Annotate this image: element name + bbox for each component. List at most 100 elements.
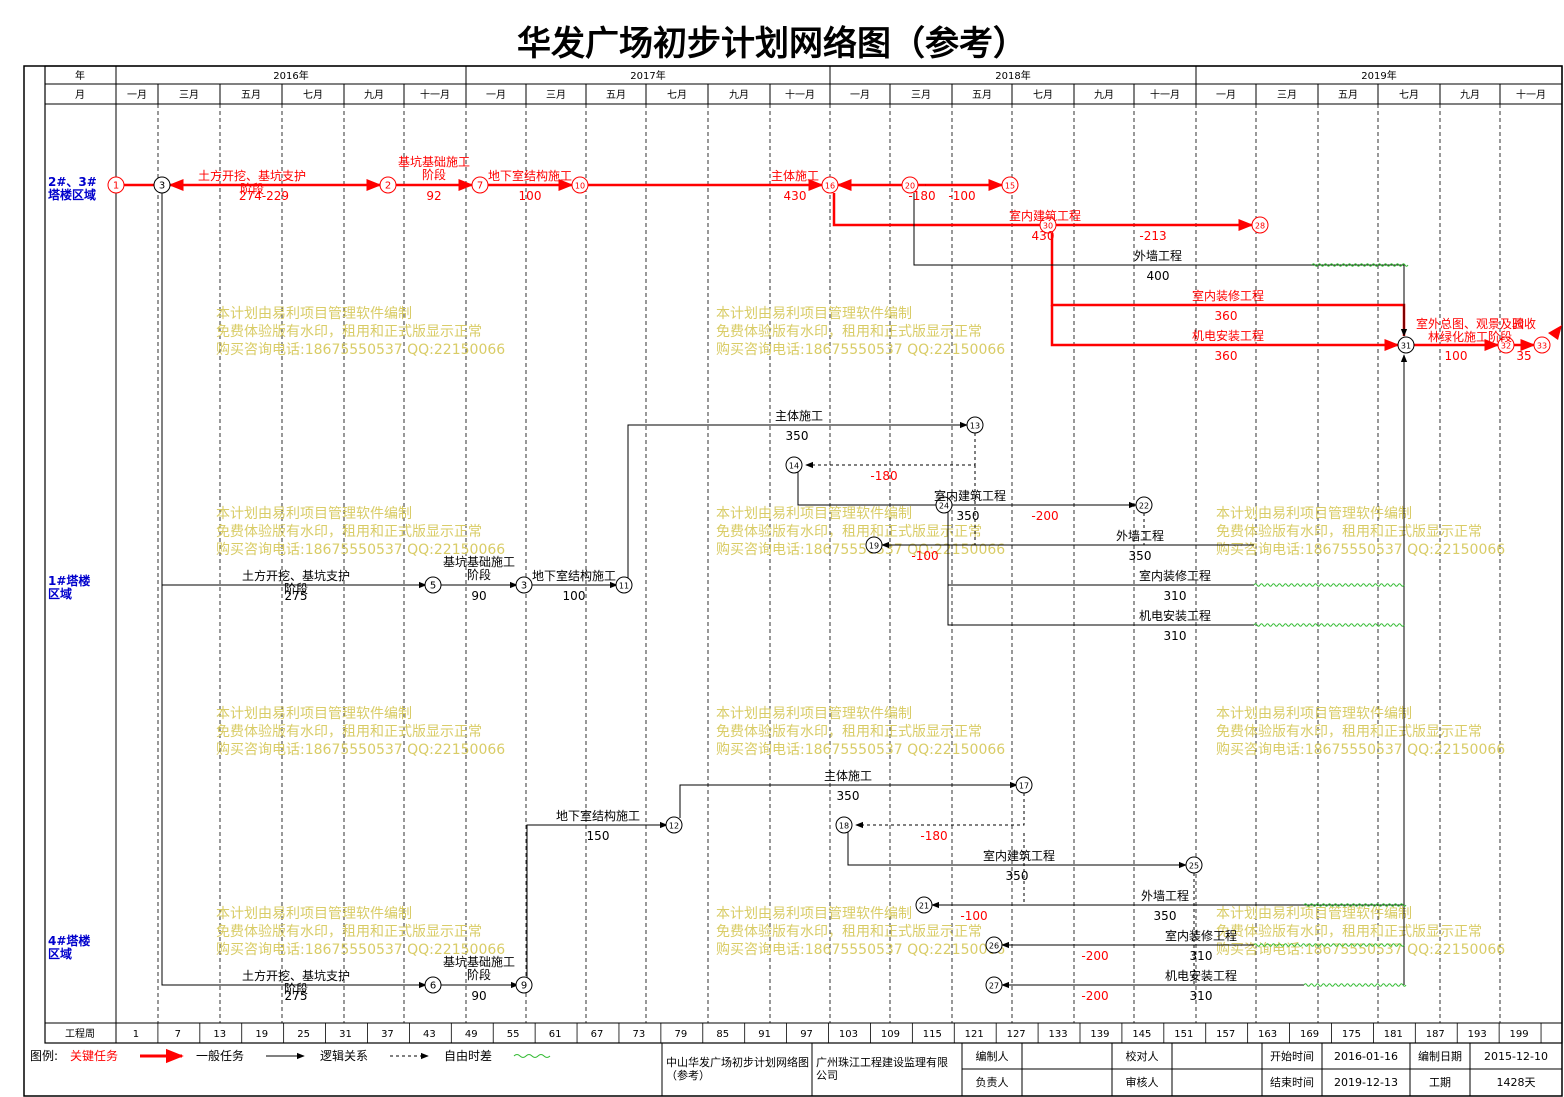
month-label: 九月: [364, 89, 384, 101]
week-tick: 103: [839, 1029, 858, 1040]
node-label: 22: [1139, 502, 1149, 511]
task-duration: -200: [1031, 509, 1058, 523]
week-tick: 181: [1384, 1029, 1403, 1040]
task-duration: -200: [1081, 989, 1108, 1003]
month-label: 三月: [546, 89, 566, 101]
task-name: 室外总图、观景及园林绿化施工阶段: [1416, 316, 1524, 344]
watermark-text: 购买咨询电话:18675550537 QQ:22150066: [216, 342, 505, 358]
week-tick: 133: [1048, 1029, 1067, 1040]
task-name: 室内装修工程: [1192, 288, 1264, 303]
footer-project-name: 中山华发广场初步计划网络图（参考）: [666, 1055, 809, 1082]
task-duration: -100: [948, 189, 975, 203]
node-circle: [515, 576, 533, 594]
task-duration: 400: [1147, 269, 1170, 283]
task-name: 基坑基础施工阶段: [443, 554, 515, 582]
watermark-text: 免费体验版有水印，租用和正式版显示正常: [716, 924, 982, 940]
task-duration: 90: [471, 989, 486, 1003]
week-tick: 67: [591, 1029, 604, 1040]
node-label: 27: [989, 982, 999, 991]
watermark-text: 本计划由易利项目管理软件编制: [1216, 906, 1412, 922]
task-name: 验收: [1512, 316, 1536, 331]
node-label: 1: [113, 181, 119, 192]
year-label: 2019年: [1361, 69, 1396, 82]
week-tick: 193: [1468, 1029, 1487, 1040]
node-circle: [835, 816, 853, 834]
task-duration: 310: [1164, 629, 1187, 643]
node-label: 11: [619, 582, 629, 591]
page-title: 华发广场初步计划网络图（参考）: [517, 24, 1027, 64]
watermark-text: 免费体验版有水印，租用和正式版显示正常: [716, 724, 982, 740]
watermark-text: 免费体验版有水印，租用和正式版显示正常: [1216, 724, 1482, 740]
node-circle: [1135, 496, 1153, 514]
watermark-text: 购买咨询电话:18675550537 QQ:22150066: [716, 542, 1005, 558]
legend-normal-label: 一般任务: [196, 1048, 244, 1063]
week-tick: 73: [633, 1029, 646, 1040]
node-circle: [1015, 776, 1033, 794]
footer-duration-value: 1428天: [1497, 1076, 1536, 1089]
task-duration: 310: [1164, 589, 1187, 603]
footer-duration-label: 工期: [1429, 1076, 1451, 1089]
row-labels: 2#、3#塔楼区域 1#塔楼区域 4#塔楼区域: [48, 175, 97, 961]
node-label: 6: [430, 981, 436, 992]
week-tick: 31: [339, 1029, 352, 1040]
watermark-text: 免费体验版有水印，租用和正式版显示正常: [216, 724, 482, 740]
week-tick: 91: [758, 1029, 771, 1040]
task-name: 主体施工: [771, 169, 819, 183]
task-duration: 350: [837, 789, 860, 803]
footer-reviewer-label: 审核人: [1126, 1075, 1159, 1089]
week-tick: 109: [881, 1029, 900, 1040]
task-duration: 100: [519, 189, 542, 203]
task-name: 室内装修工程: [1139, 568, 1211, 583]
month-label: 三月: [179, 89, 199, 101]
month-label: 一月: [127, 89, 147, 101]
float-wave: [1311, 263, 1409, 267]
watermarks: 本计划由易利项目管理软件编制免费体验版有水印，租用和正式版显示正常购买咨询电话:…: [216, 306, 1505, 958]
week-tick: 127: [1007, 1029, 1026, 1040]
task-name: 土方开挖、基坑支护阶段: [242, 568, 350, 596]
row-label-tower-4: 4#塔楼区域: [48, 933, 90, 961]
watermark-text: 本计划由易利项目管理软件编制: [216, 906, 412, 922]
float-wave: [1303, 983, 1407, 987]
week-tick: 97: [800, 1029, 813, 1040]
node-circle: [153, 176, 171, 194]
watermark-text: 购买咨询电话:18675550537 QQ:22150066: [1216, 542, 1505, 558]
task-name: 机电安装工程: [1192, 328, 1264, 343]
node-label: 17: [1019, 782, 1029, 791]
edge-facade-row1: [913, 193, 1408, 337]
watermark-text: 本计划由易利项目管理软件编制: [216, 706, 412, 722]
week-tick: 7: [175, 1029, 181, 1040]
task-duration: 350: [957, 509, 980, 523]
task-name: 地下室结构施工: [488, 168, 572, 183]
watermark-text: 购买咨询电话:18675550537 QQ:22150066: [216, 542, 505, 558]
week-tick: 151: [1174, 1029, 1193, 1040]
node-label: 9: [521, 981, 527, 992]
watermark-text: 购买咨询电话:18675550537 QQ:22150066: [716, 342, 1005, 358]
month-label: 十一月: [1516, 88, 1546, 101]
task-duration: 35: [1516, 349, 1531, 363]
month-label: 十一月: [785, 88, 815, 101]
footer-leader-label: 负责人: [976, 1075, 1009, 1089]
watermark-text: 本计划由易利项目管理软件编制: [716, 906, 912, 922]
node-label: 5: [430, 581, 436, 592]
task-duration: 275: [285, 989, 308, 1003]
week-tick: 121: [965, 1029, 984, 1040]
edge-16-28: [832, 193, 1254, 231]
edge-17-18: [855, 793, 1025, 829]
node-label: 32: [1501, 342, 1511, 351]
legend-critical-label: 关键任务: [70, 1048, 118, 1063]
footer-info: 中山华发广场初步计划网络图（参考） 广州珠江工程建设监理有限公司 编制人 校对人…: [666, 1049, 1548, 1089]
task-name: 机电安装工程: [1165, 968, 1237, 983]
footer-start-label: 开始时间: [1270, 1049, 1314, 1063]
task-duration: 350: [786, 429, 809, 443]
task-duration: 430: [1032, 229, 1055, 243]
node-label: 18: [839, 822, 849, 831]
week-tick: 25: [297, 1029, 310, 1040]
week-tick: 163: [1258, 1029, 1277, 1040]
node-circle: [785, 456, 803, 474]
legend: 图例: 关键任务 一般任务 逻辑关系 自由时差: [30, 1048, 551, 1064]
task-duration: -200: [1081, 949, 1108, 963]
edge-11-13: [627, 421, 968, 578]
footer-date-value: 2015-12-10: [1484, 1050, 1548, 1063]
footer-checker-label: 校对人: [1126, 1049, 1159, 1063]
